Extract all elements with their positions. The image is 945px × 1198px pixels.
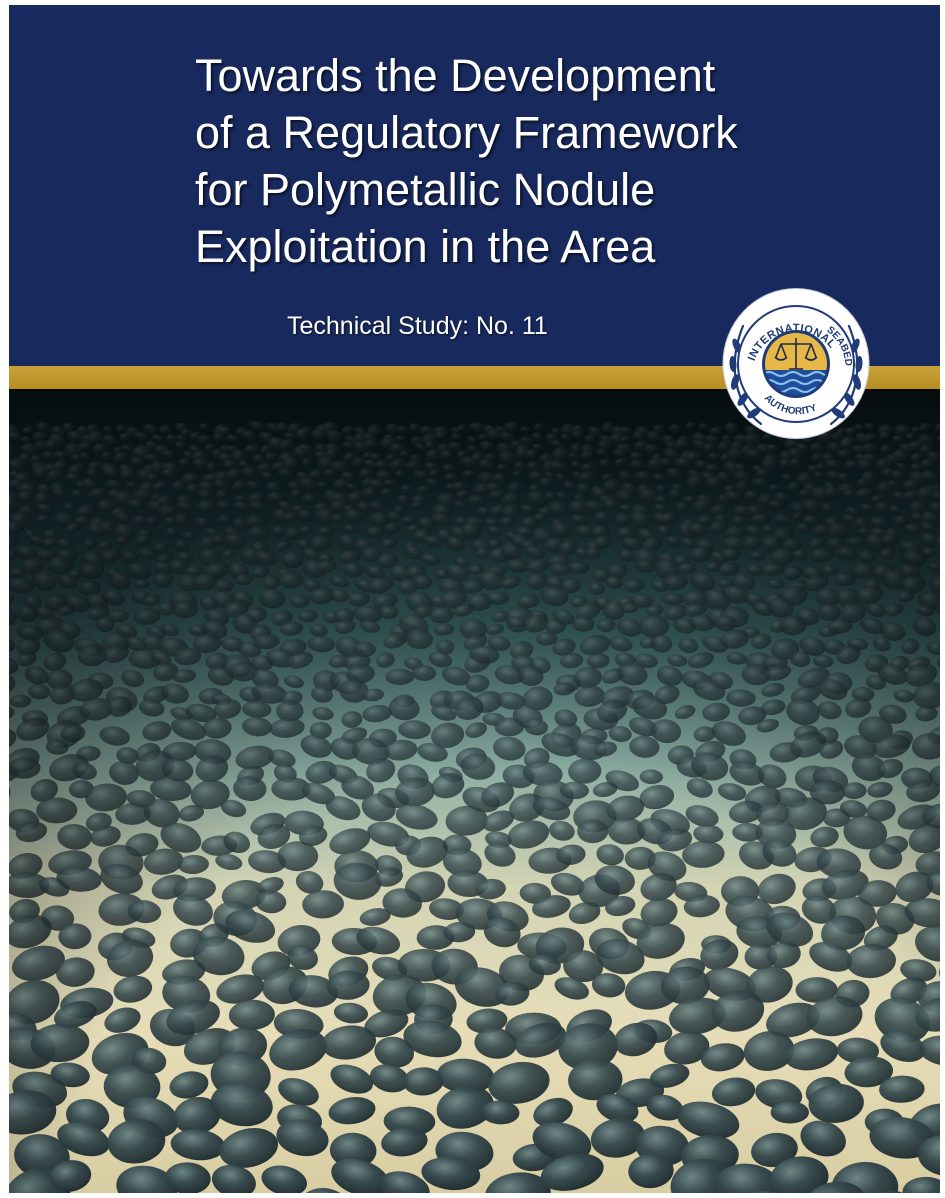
cover-subtitle: Technical Study: No. 11 — [287, 312, 548, 340]
cover-title-line-2: of a Regulatory Framework — [195, 107, 738, 158]
gold-stripe — [9, 366, 940, 389]
photo-vignette — [9, 389, 940, 1193]
isa-seal: INTERNATIONAL SEABED AUTHORITY — [721, 286, 871, 441]
cover-title-line-1: Towards the Development — [195, 50, 716, 101]
cover-header: Towards the Development of a Regulatory … — [9, 5, 940, 366]
report-cover: Towards the Development of a Regulatory … — [9, 5, 940, 1193]
international-seabed-authority-seal-icon: INTERNATIONAL SEABED AUTHORITY — [722, 288, 870, 439]
cover-title-line-3: for Polymetallic Nodule — [195, 164, 656, 215]
cover-title: Towards the Development of a Regulatory … — [195, 47, 895, 275]
cover-title-line-4: Exploitation in the Area — [195, 221, 656, 272]
seafloor-nodules-photo — [9, 389, 940, 1193]
